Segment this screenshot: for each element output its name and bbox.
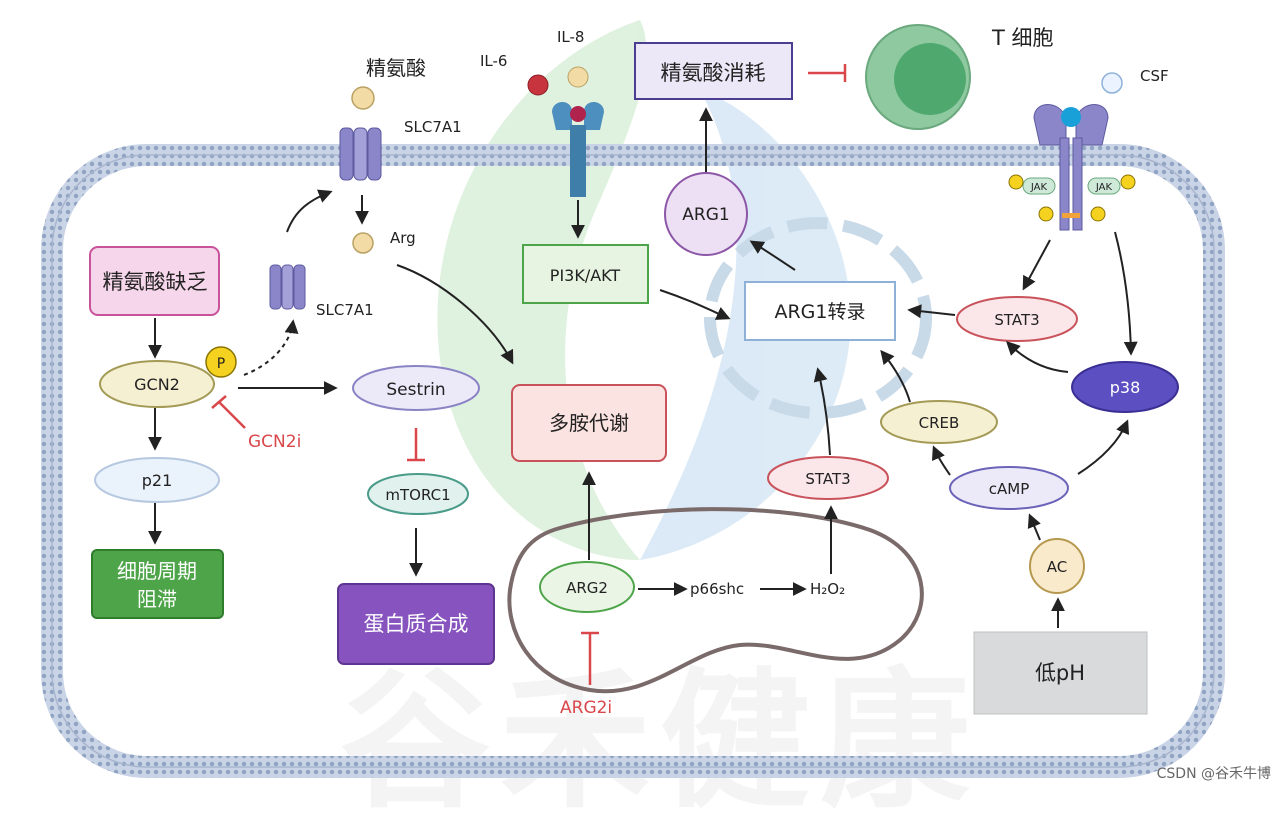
il8-molecule-icon — [567, 66, 589, 88]
cell-cycle-line1: 细胞周期 — [117, 559, 197, 583]
arg2-label: ARG2 — [566, 579, 608, 597]
stat3-right-node — [956, 296, 1078, 342]
jak-left-label: JAK — [1030, 182, 1048, 193]
ac-label: AC — [1047, 558, 1067, 576]
jak-right-badge — [1087, 177, 1121, 195]
creb-node — [880, 400, 998, 444]
slc7a1-top-label: SLC7A1 — [404, 118, 462, 136]
pathway-diagram: 精氨酸 SLC7A1 Arg IL-6 IL-8 精氨酸消耗 T 细胞 CSF — [41, 20, 1225, 778]
protein-synthesis-label: 蛋白质合成 — [364, 612, 469, 636]
p-badge-jak-r — [1120, 174, 1136, 190]
h2o2-label: H₂O₂ — [810, 580, 845, 598]
polyamine-label: 多胺代谢 — [549, 411, 629, 435]
gcn2i-label: GCN2i — [248, 432, 301, 452]
p-badge-jak-bl — [1038, 206, 1054, 222]
t-cell-label: T 细胞 — [991, 26, 1054, 50]
arg-deficiency-box — [89, 246, 220, 316]
cell-cycle-line2: 阻滞 — [137, 587, 177, 611]
sestrin-node — [352, 365, 480, 411]
arg-deficiency-label: 精氨酸缺乏 — [103, 270, 208, 294]
arg2i-label: ARG2i — [560, 698, 612, 718]
p-badge-gcn2-label: P — [217, 356, 225, 372]
slc7a1-transporter-inner-icon — [269, 264, 306, 310]
stat3-center-label: STAT3 — [805, 470, 850, 488]
nuclear-dashed-ring — [704, 217, 932, 419]
p38-label: p38 — [1110, 378, 1141, 397]
nucleus-outline — [507, 507, 924, 694]
low-ph-box — [973, 631, 1148, 715]
sestrin-label: Sestrin — [386, 380, 445, 400]
arg1-label: ARG1 — [682, 205, 729, 225]
creb-label: CREB — [919, 414, 960, 432]
protein-synthesis-box — [337, 583, 495, 665]
credit-text: CSDN @谷禾牛博 — [1156, 766, 1271, 782]
mtorc1-node — [367, 473, 469, 515]
arginine-top-label: 精氨酸 — [366, 56, 426, 80]
camp-label: cAMP — [989, 480, 1030, 498]
p38-node — [1071, 361, 1179, 413]
arg-molecule-icon — [352, 232, 374, 254]
arg1-transcription-box — [744, 281, 896, 341]
arg-depletion-box — [634, 42, 793, 100]
csf-receptor-icon — [1033, 104, 1109, 231]
il6-label: IL-6 — [480, 52, 507, 70]
jak-right-label: JAK — [1095, 182, 1113, 193]
arg2-node — [539, 561, 635, 613]
arginine-molecule-icon — [351, 86, 375, 110]
p66shc-label: p66shc — [690, 580, 744, 598]
arg-depletion-label: 精氨酸消耗 — [661, 61, 766, 85]
slc7a1-inner-label: SLC7A1 — [316, 301, 374, 319]
camp-node — [949, 466, 1069, 510]
gcn2-label: GCN2 — [134, 375, 180, 394]
cell-membrane — [41, 144, 1225, 778]
pi3k-akt-label: PI3K/AKT — [550, 266, 621, 285]
mtorc1-label: mTORC1 — [385, 486, 450, 504]
polyamine-box — [511, 384, 667, 462]
ac-node — [1029, 538, 1085, 594]
p21-label: p21 — [142, 471, 173, 490]
csf-molecule-icon — [1101, 72, 1123, 94]
p-badge-gcn2 — [205, 346, 237, 378]
il-receptor-icon — [552, 101, 604, 197]
stat3-right-label: STAT3 — [994, 311, 1039, 329]
gcn2i-inhibit-line — [218, 401, 246, 429]
pi3k-akt-box — [522, 244, 649, 304]
csf-label: CSF — [1140, 67, 1169, 85]
arg-label: Arg — [390, 229, 416, 247]
il6-molecule-icon — [527, 74, 549, 96]
arg1-transcription-label: ARG1转录 — [774, 301, 865, 323]
stat3-center-node — [767, 456, 889, 500]
low-ph-label: 低pH — [1035, 661, 1085, 685]
gcn2-node — [99, 360, 215, 408]
jak-left-badge — [1022, 177, 1056, 195]
cell-cycle-arrest-box — [91, 549, 224, 619]
arg1-node — [664, 172, 748, 256]
p-badge-jak-l — [1008, 174, 1024, 190]
p21-node — [94, 457, 220, 503]
slc7a1-transporter-top-icon — [339, 127, 382, 181]
il8-label: IL-8 — [557, 28, 584, 46]
p-badge-jak-br — [1090, 206, 1106, 222]
